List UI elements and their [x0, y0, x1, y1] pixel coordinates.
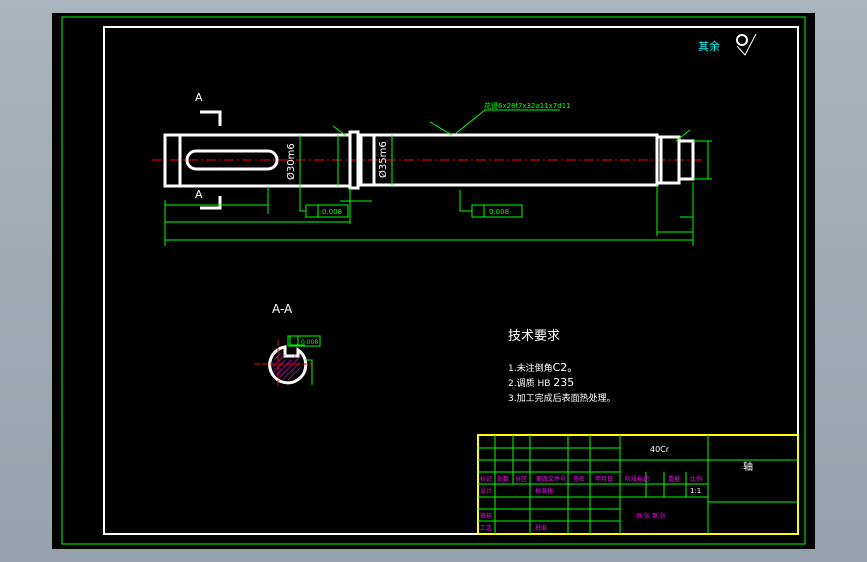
title-block: 40Cr 轴 标记 处数 分区 更改文件号 签名 年月日 阶段标记 重量 比例 …	[477, 434, 799, 535]
inner-frame	[103, 26, 799, 535]
section-title: A-A	[272, 302, 293, 316]
stage-label: 阶段标记	[625, 475, 649, 483]
svg-text:A: A	[195, 188, 203, 201]
surface-finish-note: 其余	[698, 39, 720, 53]
keyway-slot	[185, 149, 279, 171]
col-label-1: 处数	[497, 475, 509, 483]
standard-label: 标准化	[535, 487, 553, 495]
tech-req-item-1: 1.未注倒角C2。	[508, 361, 578, 374]
diameter-left-label: Ø30m6	[285, 143, 297, 180]
section-cut-marker-top: A	[195, 91, 222, 126]
roughness-symbol-icon	[736, 33, 757, 56]
ratio-label: 比例	[690, 475, 702, 483]
col-label-4: 签名	[573, 475, 585, 483]
tech-req-item-3: 3.加工完成后表面热处理。	[508, 392, 616, 404]
review-label: 审核	[480, 512, 492, 520]
tech-req-item-2: 2.调质 HB 235	[508, 376, 574, 389]
outer-frame	[61, 16, 806, 545]
col-label-0: 标记	[480, 475, 492, 483]
material-label: 40Cr	[650, 445, 670, 454]
dimension-lines	[164, 109, 712, 246]
svg-text:A: A	[195, 91, 203, 104]
svg-text:0.008: 0.008	[301, 339, 318, 346]
col-label-2: 分区	[515, 475, 527, 483]
approve-label: 批准	[535, 524, 547, 532]
col-label-3: 更改文件号	[536, 475, 566, 483]
design-label: 设计	[480, 487, 492, 495]
diameter-right-label: Ø35m6	[377, 141, 389, 178]
svg-text:0.008: 0.008	[489, 208, 509, 216]
tech-req-title: 技术要求	[508, 329, 560, 344]
process-label: 工艺	[480, 524, 492, 532]
svg-text:0.008: 0.008	[322, 208, 342, 216]
col-label-5: 年月日	[595, 475, 613, 483]
sheet-info: 共 张 第 张	[636, 512, 666, 520]
spline-callout: 花键6x28f7x32a11x7d11	[484, 101, 571, 110]
tolerance-frame-1: 0.008	[305, 204, 349, 218]
scale-value: 1:1	[690, 487, 701, 495]
tolerance-frame-section: 0.008	[287, 335, 321, 347]
shaft	[163, 130, 695, 190]
section-view	[254, 336, 313, 388]
tolerance-frame-2: 0.008	[471, 204, 523, 218]
shaft-collar	[348, 130, 360, 190]
shaft-end-tip	[677, 139, 695, 181]
part-name-label: 轴	[743, 460, 753, 473]
weight-label: 重量	[668, 475, 680, 483]
section-cut-marker-bottom: A	[195, 188, 222, 210]
